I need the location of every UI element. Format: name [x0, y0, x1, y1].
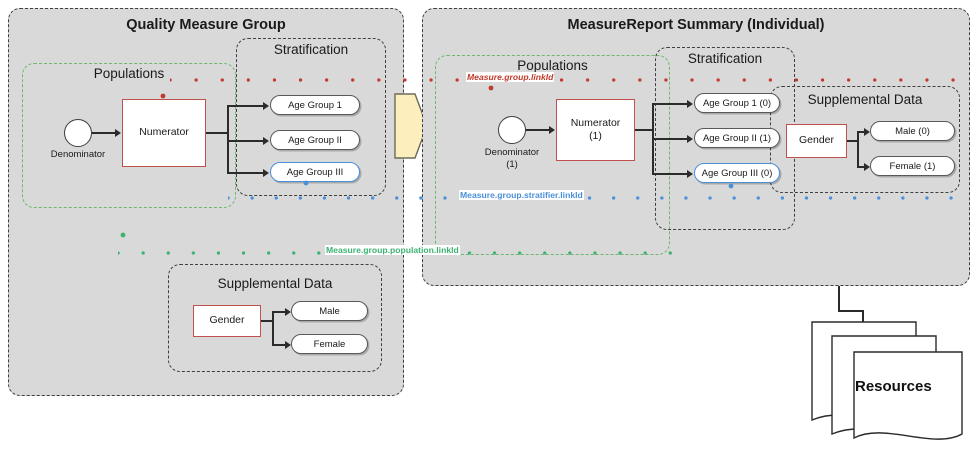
left-populations-box: [22, 63, 236, 208]
connector-r-strat-1: [652, 103, 690, 105]
connector-num-out: [206, 132, 228, 134]
left-strat-item-1-label: Age Group II: [288, 134, 342, 146]
link-dot-agegroup3-blue: [303, 180, 309, 186]
right-strat-item-1[interactable]: Age Group II (1): [694, 128, 780, 148]
left-stratification-title: Stratification: [273, 42, 349, 57]
connector-r-strat-2: [652, 138, 690, 140]
connector-r-num-out: [635, 129, 653, 131]
connector-strat-2: [227, 140, 266, 142]
connector-strat-3: [227, 172, 266, 174]
left-supp-item-0[interactable]: Male: [291, 301, 368, 321]
left-supplemental-box: [168, 264, 382, 372]
arrowhead-r-strat-3: [687, 170, 693, 178]
left-supplemental-title: Supplemental Data: [217, 276, 333, 291]
connector-r-male: [857, 131, 867, 133]
left-gender-node: Gender: [193, 305, 261, 337]
connector-gender-out-left: [261, 320, 273, 322]
left-gender-label: Gender: [209, 314, 245, 327]
right-supp-item-0[interactable]: Male (0): [870, 121, 955, 141]
left-panel-title: Quality Measure Group: [126, 17, 286, 33]
link-track-group-dots: [170, 78, 970, 82]
left-supp-item-1-label: Female: [313, 338, 346, 350]
connector-report-resources-v1: [838, 286, 840, 311]
arrowhead-r-strat-2: [687, 135, 693, 143]
right-strat-item-2-label: Age Group III (0): [701, 167, 773, 179]
right-populations-box: [435, 55, 670, 255]
measurereport-summary-panel: MeasureReport Summary (Individual): [422, 8, 970, 286]
connector-num-bus: [227, 105, 229, 172]
left-strat-item-2-label: Age Group III: [286, 166, 344, 178]
arrowhead-r-numerator: [549, 126, 555, 134]
transform-arrow: [394, 93, 428, 159]
right-strat-item-0[interactable]: Age Group 1 (0): [694, 93, 780, 113]
link-track-group-label: Measure.group.linkId: [466, 72, 555, 82]
right-gender-label: Gender: [798, 134, 835, 147]
connector-r-gender-out: [847, 140, 858, 142]
right-supp-item-1[interactable]: Female (1): [870, 156, 955, 176]
connector-r-gender-bus: [857, 131, 859, 167]
right-strat-item-0-label: Age Group 1 (0): [702, 97, 772, 109]
connector-female-left: [272, 344, 288, 346]
right-denominator-circle: [498, 116, 526, 144]
left-denominator-label: Denominator: [50, 149, 106, 160]
connector-strat-1: [227, 105, 266, 107]
link-dot-numerator-red: [160, 93, 166, 99]
connector-report-resources-h: [838, 310, 864, 312]
link-dot-r-numerator-red: [488, 85, 494, 91]
arrowhead-numerator: [115, 129, 121, 137]
connector-r-female: [857, 166, 867, 168]
arrowhead-strat-2: [263, 137, 269, 145]
right-denominator-label: Denominator (1): [472, 147, 552, 171]
right-supplemental-title: Supplemental Data: [807, 92, 923, 107]
link-track-stratifier-label: Measure.group.stratifier.linkId: [459, 190, 584, 200]
left-strat-item-0-label: Age Group 1: [288, 99, 342, 111]
arrowhead-female-left: [285, 341, 291, 349]
left-denominator-circle: [64, 119, 92, 147]
resources-stack: [811, 321, 963, 440]
arrowhead-r-male: [864, 128, 870, 136]
link-dot-r-agegroup3-blue: [728, 183, 734, 189]
resources-label: Resources: [855, 378, 932, 395]
arrowhead-male-left: [285, 308, 291, 316]
right-numerator-node: Numerator (1): [556, 99, 635, 161]
connector-denominator-numerator: [92, 132, 118, 134]
connector-r-strat-3: [652, 173, 690, 175]
link-track-stratifier-dots: [228, 196, 968, 200]
arrowhead-r-female: [864, 163, 870, 171]
connector-r-denominator-numerator: [526, 129, 552, 131]
arrowhead-r-strat-1: [687, 100, 693, 108]
left-strat-item-2[interactable]: Age Group III: [270, 162, 360, 182]
right-strat-item-2[interactable]: Age Group III (0): [694, 163, 780, 183]
connector-male-left: [272, 311, 288, 313]
right-panel-title: MeasureReport Summary (Individual): [567, 17, 825, 33]
right-stratification-title: Stratification: [687, 51, 763, 66]
right-denominator-count: (1): [506, 158, 518, 170]
left-stratification-box: [236, 38, 386, 196]
left-numerator-node: Numerator: [122, 99, 206, 167]
arrowhead-strat-3: [263, 169, 269, 177]
left-supp-item-1[interactable]: Female: [291, 334, 368, 354]
right-strat-item-1-label: Age Group II (1): [702, 132, 772, 144]
right-supp-item-0-label: Male (0): [895, 125, 930, 137]
arrowhead-strat-1: [263, 102, 269, 110]
right-gender-node: Gender: [786, 124, 847, 158]
link-dot-populations-green: [120, 232, 126, 238]
connector-gender-bus-left: [272, 311, 274, 345]
right-numerator-count: (1): [589, 130, 602, 142]
right-numerator-label: Numerator: [570, 116, 621, 129]
right-populations-title: Populations: [517, 58, 588, 73]
left-numerator-label: Numerator: [139, 126, 189, 139]
right-denominator-name: Denominator: [484, 147, 540, 158]
left-supp-item-0-label: Male: [319, 305, 340, 317]
link-track-population-label: Measure.group.population.linkId: [325, 245, 460, 255]
left-strat-item-1[interactable]: Age Group II: [270, 130, 360, 150]
connector-report-resources-v2: [862, 310, 864, 324]
right-supp-item-1-label: Female (1): [889, 160, 936, 172]
left-populations-title: Populations: [93, 66, 165, 81]
left-strat-item-0[interactable]: Age Group 1: [270, 95, 360, 115]
